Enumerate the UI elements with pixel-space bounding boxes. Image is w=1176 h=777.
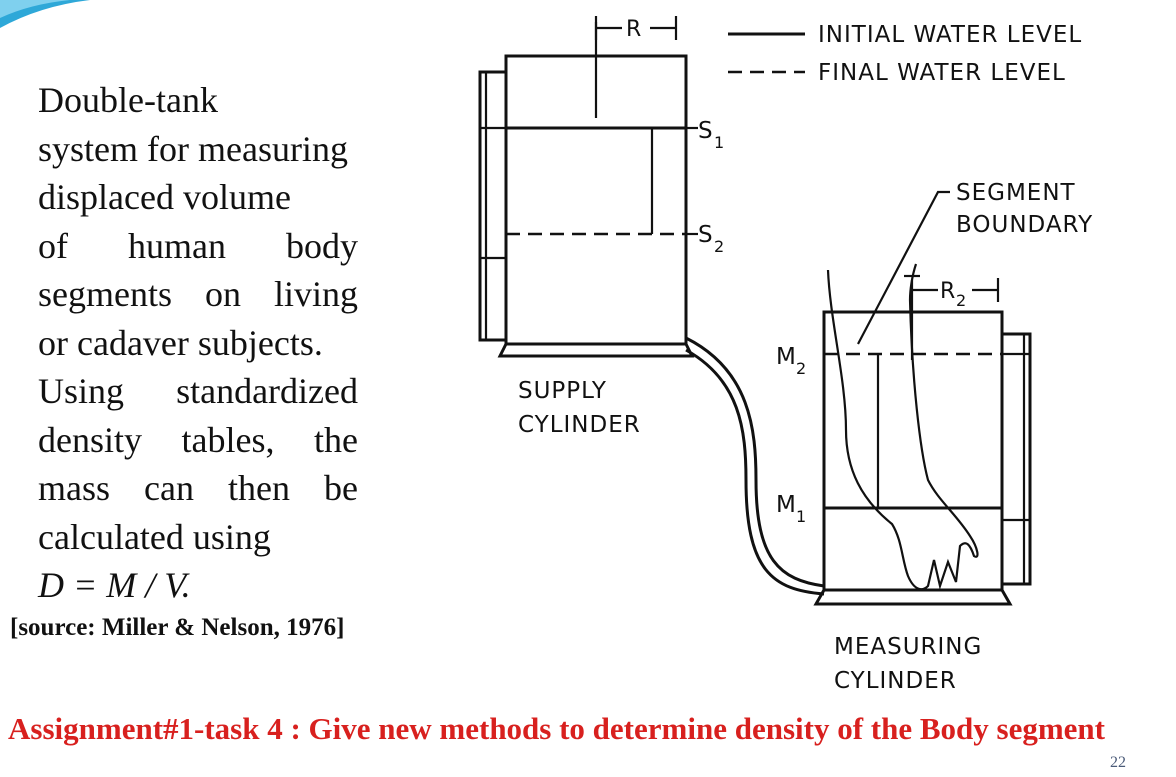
- radius-label: R: [626, 17, 641, 42]
- supply-label-line1: SUPPLY: [518, 378, 607, 404]
- m2-label: M: [776, 344, 797, 370]
- legend-final-label: FINAL WATER LEVEL: [818, 60, 1066, 86]
- description-line: mass can then be: [38, 468, 358, 508]
- description-line: density tables, the: [38, 419, 358, 460]
- assignment-text: Assignment#1-task 4 : Give new methods t…: [8, 711, 1105, 746]
- m1-label: M: [776, 492, 797, 518]
- s2-subscript: 2: [714, 237, 724, 256]
- description-line: system for measuring: [38, 128, 348, 169]
- description-line: calculated using: [38, 516, 271, 557]
- s2-label: S: [698, 222, 714, 248]
- description-line: or cadaver subjects.: [38, 322, 323, 363]
- measuring-cylinder-base: [813, 589, 1013, 606]
- segment-label-line1: SEGMENT: [956, 180, 1076, 206]
- legend-initial-label: INITIAL WATER LEVEL: [818, 22, 1082, 48]
- connecting-hose: [685, 336, 825, 588]
- description-line: of human body: [38, 225, 358, 266]
- density-formula: D = M / V.: [38, 565, 191, 605]
- supply-cylinder-body: [504, 54, 688, 346]
- m1-subscript: 1: [796, 507, 806, 526]
- description-line: displaced volume: [38, 177, 291, 217]
- description-line: Double-tank: [38, 80, 218, 120]
- immersed-arm-icon: [826, 263, 979, 591]
- supply-label-line2: CYLINDER: [518, 412, 641, 438]
- m2-subscript: 2: [796, 359, 806, 378]
- segment-boundary-pointer: [857, 190, 950, 345]
- double-tank-diagram: INITIAL WATER LEVEL FINAL WATER LEVEL R …: [478, 16, 1093, 694]
- s1-label: S: [698, 118, 714, 144]
- source-citation: [source: Miller & Nelson, 1976]: [10, 614, 345, 641]
- description-line: segments on living: [38, 274, 358, 314]
- measuring-label-line2: CYLINDER: [834, 668, 957, 694]
- measuring-label-line1: MEASURING: [834, 634, 982, 660]
- description-line: Using standardized: [38, 371, 358, 411]
- s1-subscript: 1: [714, 133, 724, 152]
- supply-cylinder-base: [497, 343, 695, 358]
- r2-subscript: 2: [956, 291, 966, 310]
- page-number: 22: [1110, 754, 1126, 771]
- corner-accent-shape: [0, 0, 90, 28]
- connecting-hose-inner: [685, 348, 825, 596]
- r2-label: R: [940, 279, 955, 304]
- description-text: Double-tank system for measuring displac…: [38, 76, 358, 610]
- supply-sight-gauge: [478, 70, 506, 342]
- segment-label-line2: BOUNDARY: [956, 212, 1093, 238]
- measuring-sight-gauge: [1002, 332, 1032, 586]
